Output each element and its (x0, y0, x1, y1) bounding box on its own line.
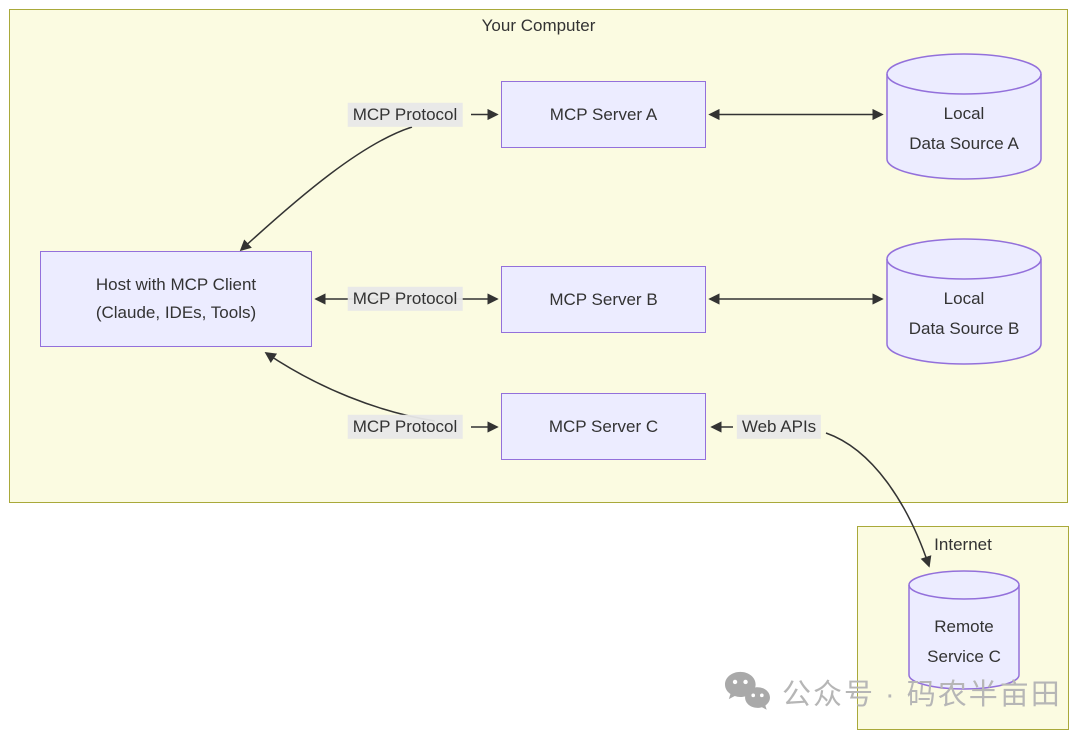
mcp-server-a-label: MCP Server A (549, 104, 658, 124)
watermark-text: 公众号 · 码农半亩田 (782, 679, 1062, 711)
mcp-server-c-label: MCP Server C (548, 416, 659, 436)
local-data-source-b-node: Local Data Source B (886, 238, 1042, 365)
local-data-source-a-node: Local Data Source A (886, 53, 1042, 180)
data-source-a-line2: Data Source A (909, 134, 1019, 153)
data-source-b-line1: Local (943, 289, 985, 308)
mcp-server-b-label: MCP Server B (549, 289, 658, 309)
host-with-mcp-client-node: Host with MCP Client (Claude, IDEs, Tool… (40, 251, 312, 347)
remote-service-c-line2: Service C (927, 647, 1001, 666)
mcp-server-b-node: MCP Server B (501, 266, 706, 333)
your-computer-title: Your Computer (481, 16, 596, 35)
watermark: 公众号 · 码农半亩田 (724, 670, 1062, 714)
data-source-a-line1: Local (943, 104, 985, 123)
edge-label-mcp-protocol-c: MCP Protocol (347, 414, 463, 440)
host-label-line2: (Claude, IDEs, Tools) (95, 303, 257, 322)
edge-label-mcp-protocol-b: MCP Protocol (347, 286, 463, 312)
mcp-server-a-node: MCP Server A (501, 81, 706, 148)
mcp-server-c-node: MCP Server C (501, 393, 706, 460)
remote-service-c-node: Remote Service C (908, 570, 1020, 690)
wechat-logo-icon (725, 671, 770, 710)
database-cylinder-icon (886, 238, 1042, 365)
internet-title: Internet (934, 535, 992, 554)
remote-service-c-line1: Remote (934, 617, 994, 636)
database-cylinder-icon (886, 53, 1042, 180)
edge-label-mcp-protocol-a: MCP Protocol (347, 102, 463, 128)
database-cylinder-icon (908, 570, 1020, 690)
host-label-line1: Host with MCP Client (95, 275, 257, 294)
data-source-b-line2: Data Source B (908, 319, 1020, 338)
edge-label-web-apis: Web APIs (736, 414, 822, 440)
